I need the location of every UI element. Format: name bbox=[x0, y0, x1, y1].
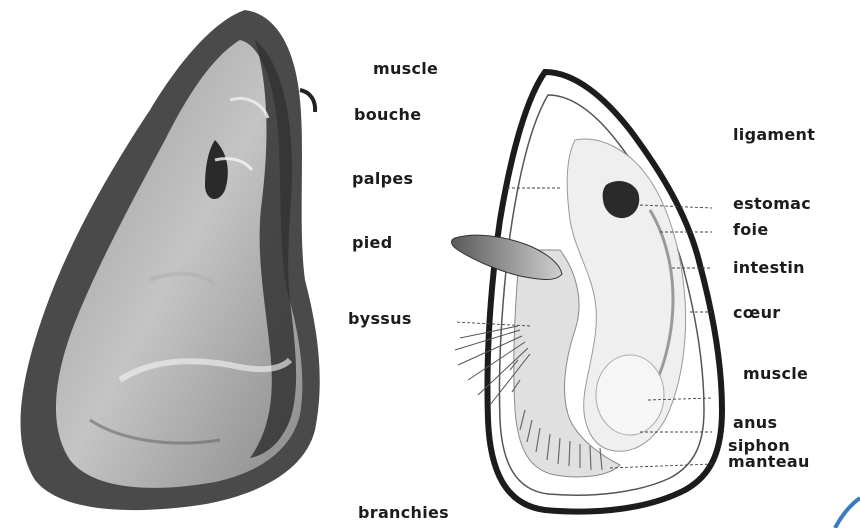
label-byssus: byssus bbox=[348, 311, 412, 327]
label-palpes: palpes bbox=[352, 171, 413, 187]
label-bouche: bouche bbox=[354, 107, 421, 123]
label-estomac: estomac bbox=[733, 196, 811, 212]
closed-mussel-shell-icon bbox=[21, 10, 320, 510]
label-foie: foie bbox=[733, 222, 769, 238]
label-anus: anus bbox=[733, 415, 777, 431]
label-muscle-right: muscle bbox=[743, 366, 808, 382]
label-manteau: manteau bbox=[728, 454, 810, 469]
label-branchies: branchies bbox=[358, 505, 449, 521]
label-ligament: ligament bbox=[733, 127, 815, 143]
label-muscle-top: muscle bbox=[373, 61, 438, 77]
label-pied: pied bbox=[352, 235, 392, 251]
label-siphon: siphon bbox=[728, 438, 790, 453]
label-coeur: cœur bbox=[733, 305, 780, 321]
corner-arc bbox=[835, 498, 860, 528]
label-intestin: intestin bbox=[733, 260, 805, 276]
opened-mussel-anatomy-icon bbox=[452, 72, 722, 512]
